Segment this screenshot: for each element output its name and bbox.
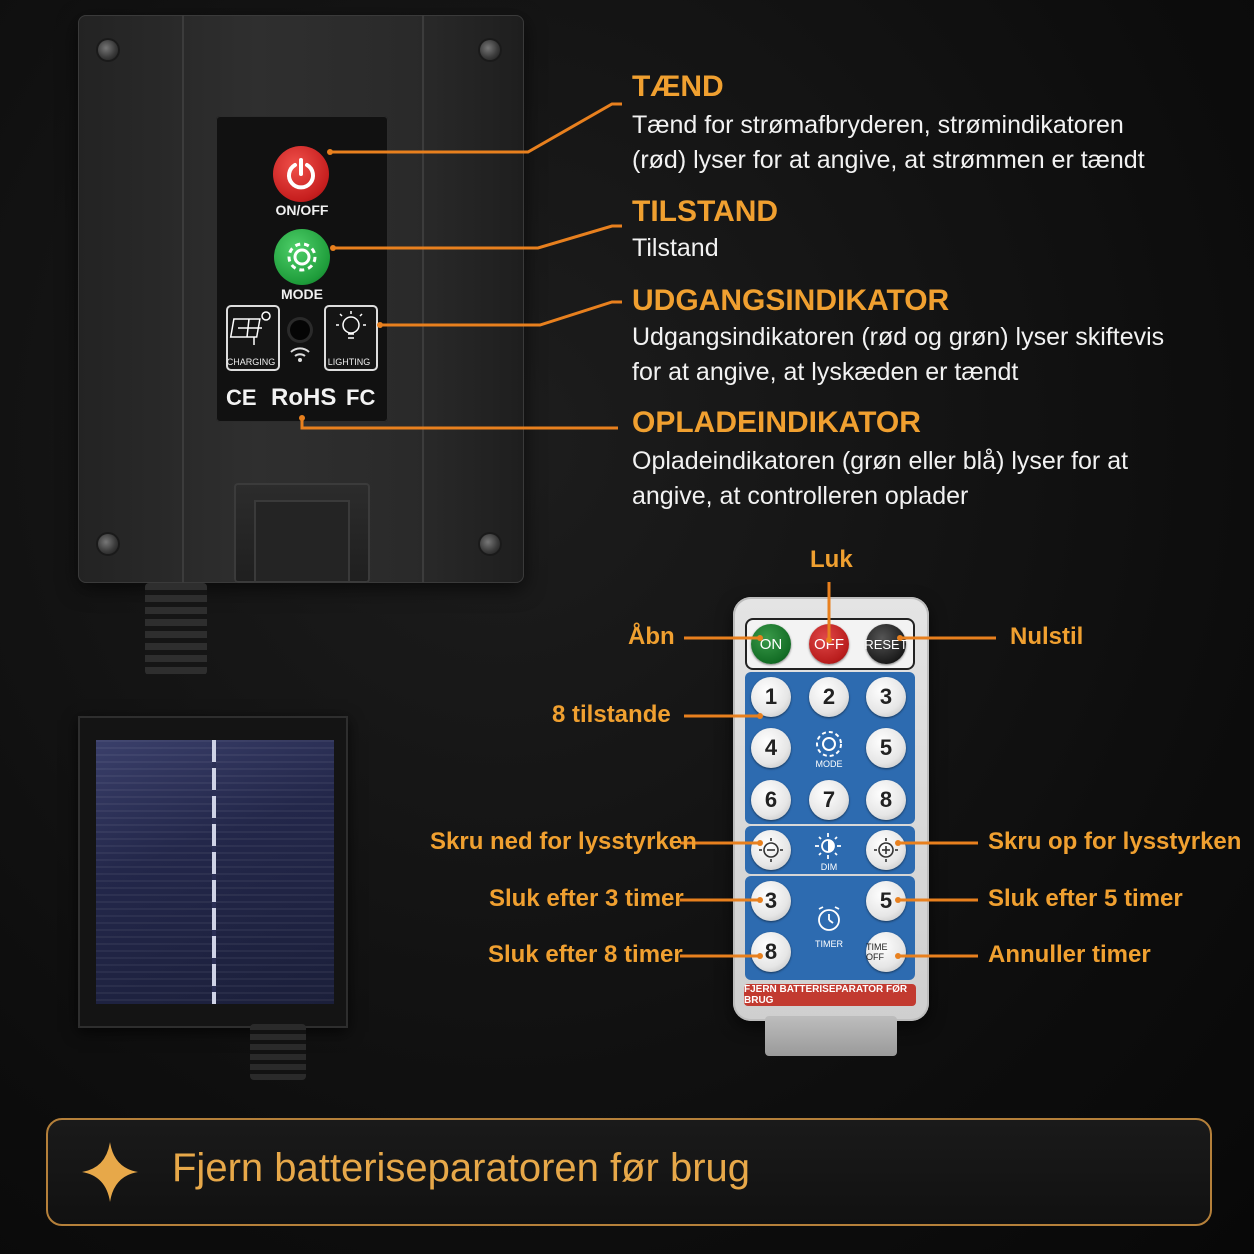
separator-strip: FJERN BATTERISEPARATOR FØR BRUG bbox=[744, 984, 916, 1006]
output-callout-title: UDGANGSINDIKATOR bbox=[632, 284, 950, 317]
power-callout-title: TÆND bbox=[632, 70, 724, 103]
power-icon bbox=[287, 158, 315, 190]
solar-plug bbox=[250, 1024, 306, 1080]
lighting-label: LIGHTING bbox=[327, 357, 371, 367]
remote-mode-label: MODE bbox=[815, 759, 843, 769]
brightness-down-icon bbox=[759, 838, 783, 862]
brightness-up-icon bbox=[874, 838, 898, 862]
controller-plug bbox=[145, 583, 207, 675]
light-bulb-icon bbox=[336, 311, 366, 339]
remote-dim-label: DIM bbox=[820, 862, 838, 872]
remote-timer-5-button[interactable]: 5 bbox=[866, 881, 906, 921]
lighting-indicator bbox=[324, 305, 378, 371]
mode-label: MODE bbox=[281, 286, 323, 302]
controller-ridge bbox=[182, 15, 424, 583]
mode-callout-title: TILSTAND bbox=[632, 195, 779, 228]
remote-button-7[interactable]: 7 bbox=[809, 780, 849, 820]
remote-button-8[interactable]: 8 bbox=[866, 780, 906, 820]
solar-panel-icon bbox=[229, 311, 271, 345]
remote-on-button[interactable]: ON bbox=[751, 624, 791, 664]
remote-button-6[interactable]: 6 bbox=[751, 780, 791, 820]
charge-callout-line2: angive, at controlleren oplader bbox=[632, 482, 969, 510]
remote-reset-button[interactable]: RESET bbox=[864, 624, 908, 664]
fc-mark: FC bbox=[346, 385, 376, 410]
label-off-5h: Sluk efter 5 timer bbox=[988, 885, 1183, 912]
controller-socket-inner bbox=[254, 500, 350, 583]
solar-seam bbox=[212, 740, 216, 1004]
remote-button-1[interactable]: 1 bbox=[751, 677, 791, 717]
mode-button[interactable] bbox=[274, 229, 330, 285]
light-sensor bbox=[290, 320, 310, 340]
mode-callout-line1: Tilstand bbox=[632, 234, 719, 262]
charging-label: CHARGING bbox=[226, 357, 276, 367]
power-button[interactable] bbox=[273, 146, 329, 202]
screw-icon bbox=[480, 40, 500, 60]
rohs-mark: RoHS bbox=[271, 384, 337, 411]
power-label: ON/OFF bbox=[275, 202, 329, 218]
remote-dim-down-button[interactable] bbox=[751, 830, 791, 870]
label-8-modes: 8 tilstande bbox=[552, 701, 671, 728]
battery-separator-tab[interactable] bbox=[765, 1016, 897, 1056]
timer-icon bbox=[818, 906, 840, 931]
controller-callout-lines bbox=[299, 102, 622, 430]
gear-icon bbox=[287, 242, 317, 272]
label-luk: Luk bbox=[810, 546, 853, 573]
remote-timer-label: TIMER bbox=[815, 939, 843, 949]
sparkle-icon bbox=[82, 1142, 138, 1202]
remote-button-4[interactable]: 4 bbox=[751, 728, 791, 768]
output-callout-line1: Udgangsindikatoren (rød og grøn) lyser s… bbox=[632, 323, 1165, 351]
bottom-banner bbox=[46, 1118, 1212, 1226]
output-callout-line2: for at angive, at lyskæden er tændt bbox=[632, 358, 1019, 386]
remote-off-button[interactable]: OFF bbox=[809, 624, 849, 664]
charging-indicator bbox=[226, 305, 280, 371]
label-dim-down: Skru ned for lysstyrken bbox=[430, 828, 697, 855]
label-off-8h: Sluk efter 8 timer bbox=[488, 941, 683, 968]
wireless-icon bbox=[290, 347, 310, 362]
screw-icon bbox=[98, 40, 118, 60]
power-callout-line2: (rød) lyser for at angive, at strømmen e… bbox=[632, 146, 1145, 174]
remote-timer-off-button[interactable]: TIME OFF bbox=[866, 932, 906, 972]
label-aabn: Åbn bbox=[628, 623, 675, 650]
label-off-3h: Sluk efter 3 timer bbox=[489, 885, 684, 912]
charge-callout-title: OPLADEINDIKATOR bbox=[632, 406, 921, 439]
remote-button-3[interactable]: 3 bbox=[866, 677, 906, 717]
banner-text: Fjern batteriseparatoren før brug bbox=[172, 1146, 751, 1190]
label-dim-up: Skru op for lysstyrken bbox=[988, 828, 1242, 855]
screw-icon bbox=[480, 534, 500, 554]
power-callout-line1: Tænd for strømafbryderen, strømindikator… bbox=[632, 111, 1124, 139]
remote-button-2[interactable]: 2 bbox=[809, 677, 849, 717]
gear-icon bbox=[816, 731, 842, 757]
charge-callout-line1: Opladeindikatoren (grøn eller blå) lyser… bbox=[632, 447, 1129, 475]
remote-dim-up-button[interactable] bbox=[866, 830, 906, 870]
label-cancel-timer: Annuller timer bbox=[988, 941, 1151, 968]
remote-callout-lines bbox=[680, 582, 996, 959]
remote-timer-8-button[interactable]: 8 bbox=[751, 932, 791, 972]
ce-mark: CE bbox=[226, 385, 257, 410]
label-nulstil: Nulstil bbox=[1010, 623, 1084, 650]
remote-button-5[interactable]: 5 bbox=[866, 728, 906, 768]
dim-sun-icon bbox=[815, 833, 841, 859]
screw-icon bbox=[98, 534, 118, 554]
